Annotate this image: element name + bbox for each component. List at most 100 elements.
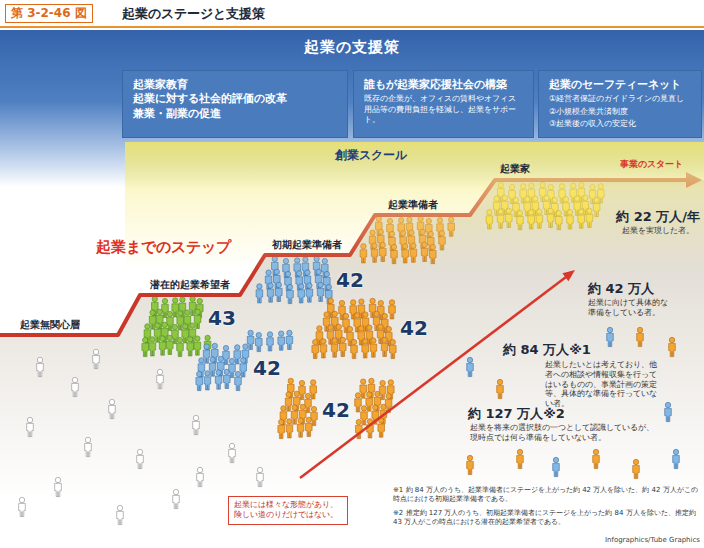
person-head	[386, 393, 391, 398]
person-head	[373, 405, 378, 410]
person-head	[243, 344, 248, 349]
person-head	[326, 284, 331, 289]
person-figure	[340, 337, 347, 356]
person-head	[359, 326, 364, 331]
person-body	[234, 351, 241, 364]
person-body	[306, 289, 313, 302]
person-body	[467, 363, 474, 376]
person-head	[281, 406, 286, 411]
text: 起業家	[500, 162, 530, 176]
text: 約 127 万人※2	[468, 405, 565, 423]
text: 起業の支援策	[0, 38, 704, 57]
person-head	[347, 326, 352, 331]
text: 42	[400, 316, 428, 340]
person-head	[351, 339, 356, 344]
person-body	[287, 290, 294, 303]
person-head	[178, 311, 183, 316]
person-head	[150, 337, 155, 342]
label-slot: 第 3-2-46 図	[5, 4, 93, 23]
person-body	[389, 306, 396, 319]
person-head	[195, 309, 200, 314]
person-head	[172, 324, 177, 329]
person-head	[197, 371, 202, 376]
person-body	[19, 503, 26, 516]
text: 潜在的起業希望者	[150, 278, 230, 292]
person-body	[306, 423, 313, 436]
person-head	[285, 271, 290, 276]
person-figure	[669, 337, 676, 356]
person-figure	[665, 402, 672, 421]
person-head	[386, 326, 391, 331]
person-head	[328, 298, 333, 303]
person-head	[109, 399, 114, 404]
person-figure	[467, 455, 474, 474]
person-head	[160, 336, 165, 341]
person-figure	[390, 339, 397, 358]
person-body	[361, 412, 368, 425]
person-head	[339, 300, 344, 305]
person-head	[288, 378, 293, 383]
person-body	[93, 355, 100, 368]
person-body	[149, 316, 156, 329]
person-figure	[196, 371, 203, 390]
person-figure	[187, 337, 194, 356]
person-head	[497, 379, 502, 384]
person-head	[199, 358, 204, 363]
person-head	[305, 393, 310, 398]
person-head	[276, 282, 281, 287]
person-figure	[173, 489, 180, 508]
person-figure	[553, 457, 560, 476]
person-head	[229, 443, 234, 448]
person-head	[382, 337, 387, 342]
label-slot: 42	[400, 316, 428, 340]
label-slot: 起業に向けて具体的な準備をしている者。	[588, 298, 673, 318]
person-head	[355, 313, 360, 318]
label-slot: 起業準備者	[388, 198, 438, 212]
person-figure	[467, 357, 474, 376]
person-figure	[517, 449, 524, 468]
person-figure	[331, 338, 338, 357]
person-head	[37, 357, 42, 362]
person-head	[375, 391, 380, 396]
person-body	[517, 455, 524, 468]
person-figure	[142, 337, 149, 356]
person-body	[256, 338, 263, 351]
person-body	[286, 425, 293, 438]
label-slot: 初期起業準備者	[272, 238, 342, 252]
person-head	[229, 358, 234, 363]
person-body	[669, 343, 676, 356]
person-head	[205, 335, 210, 340]
person-head	[72, 377, 77, 382]
person-body	[215, 376, 222, 389]
measure-box: 起業のセーフティーネット①経営者保証のガイドラインの見直し②小規模企業共済制度③…	[538, 70, 702, 138]
person-figure	[593, 449, 600, 468]
person-head	[380, 380, 385, 385]
text: 初期起業準備者	[272, 238, 342, 252]
person-figure	[317, 282, 324, 301]
person-body	[204, 377, 211, 390]
person-head	[367, 392, 372, 397]
person-body	[360, 385, 367, 398]
person-body	[196, 377, 203, 390]
person-head	[167, 311, 172, 316]
person-head	[467, 357, 472, 362]
person-head	[363, 339, 368, 344]
person-body	[167, 341, 174, 354]
person-head	[287, 419, 292, 424]
person-figure	[673, 449, 680, 468]
person-figure	[85, 437, 92, 456]
text: 起業を将来の選択肢の一つとして認識しているが、現時点では何ら準備をしていない者。	[470, 423, 660, 443]
title-slot: 起業のステージと支援策	[122, 5, 265, 23]
person-body	[665, 408, 672, 421]
person-head	[183, 324, 188, 329]
person-body	[633, 465, 640, 478]
person-head	[356, 419, 361, 424]
person-body	[267, 289, 274, 302]
person-body	[157, 375, 164, 388]
person-body	[85, 443, 92, 456]
person-head	[19, 497, 24, 502]
person-head	[369, 378, 374, 383]
person-body	[378, 424, 385, 437]
text: 起業家教育	[133, 78, 337, 92]
